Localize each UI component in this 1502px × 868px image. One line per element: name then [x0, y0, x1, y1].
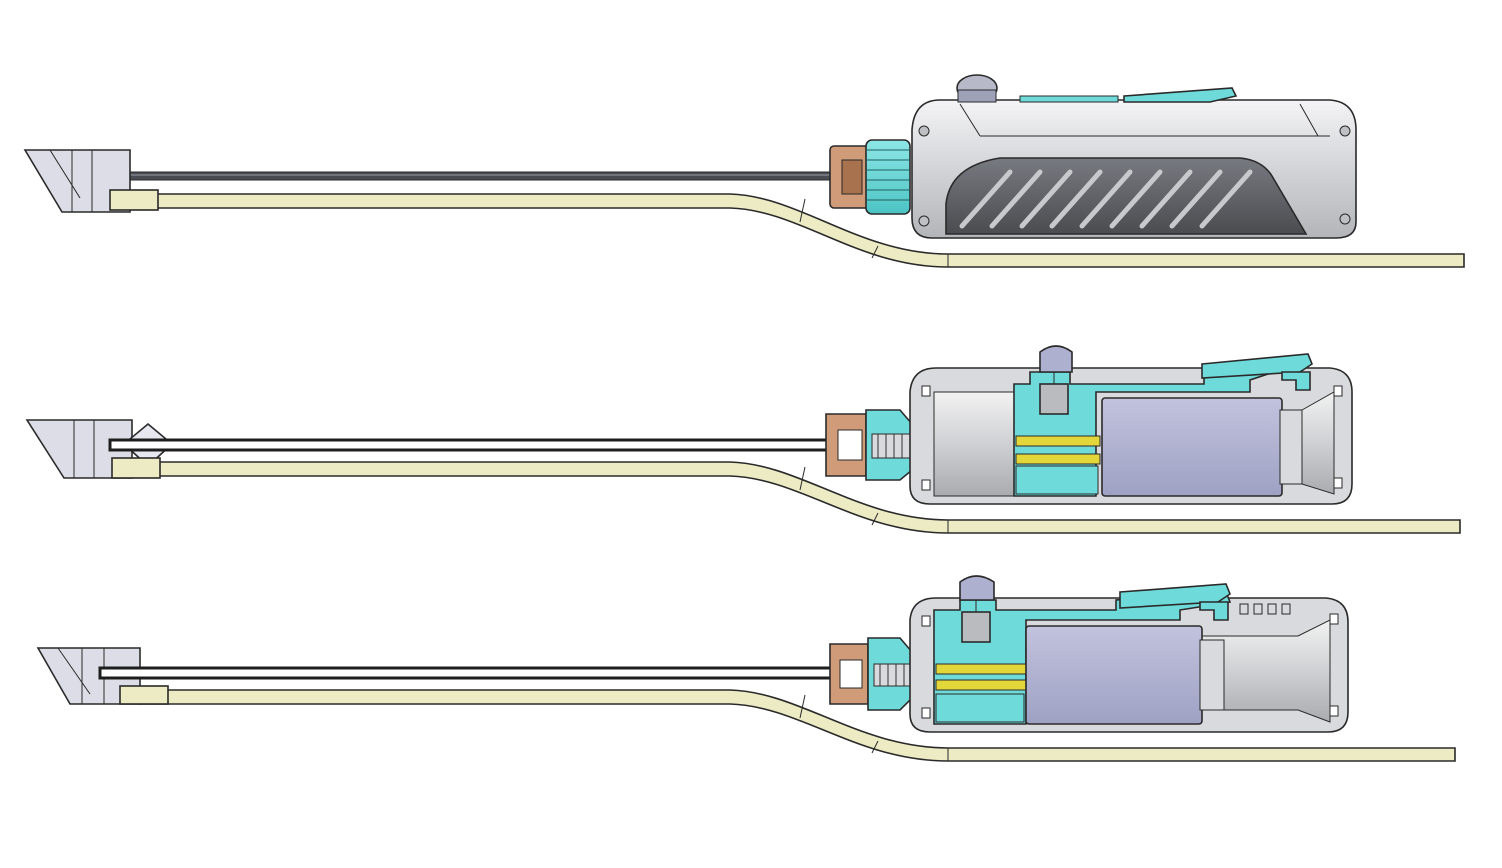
grip-panel-1 [945, 157, 1308, 235]
tip-3-collar [119, 685, 169, 705]
lever-3-hook [1199, 601, 1229, 621]
tube-2 [129, 461, 1461, 534]
housing-2-notches [921, 385, 1343, 491]
knurl-ridges-1 [866, 149, 910, 201]
tube-1 [129, 193, 1465, 268]
section-view-a [25, 345, 1461, 534]
housing-1-bevel [959, 103, 1319, 137]
switch-3 [961, 611, 991, 643]
motor-2 [1101, 397, 1283, 497]
connector-1-inner [841, 159, 863, 195]
motor-2-cap [1279, 409, 1303, 485]
motor-2-rear [1301, 391, 1335, 495]
brass-contact-3b [935, 679, 1027, 691]
switch-2 [1039, 383, 1069, 415]
rod-1 [109, 171, 841, 181]
connector-3-inner [839, 659, 863, 689]
brass-contact-2a [1015, 435, 1101, 447]
brass-contact-2b [1015, 453, 1101, 465]
tube-3-joint-b [871, 740, 879, 754]
trigger-1 [1019, 95, 1119, 103]
tube-1-joint-a [799, 198, 806, 223]
lever-2-hook [1281, 371, 1311, 391]
housing-3-notches [921, 613, 1339, 719]
exterior-view [23, 74, 1465, 268]
tip-1-collar [109, 189, 159, 211]
button-base-1 [957, 89, 997, 103]
inner-cylinder-2 [933, 391, 1019, 497]
grip-slots-1 [959, 169, 1253, 229]
rack-teeth-3 [1239, 603, 1291, 615]
lever-1 [1123, 87, 1238, 103]
knurled-nut-1 [865, 139, 911, 215]
teal-block-2 [1015, 465, 1099, 495]
connector-2-inner [837, 429, 863, 461]
tip-1-line-c [49, 149, 81, 199]
motor-3 [1025, 625, 1203, 725]
button-3 [959, 575, 995, 601]
tube-3-joint-a [799, 694, 806, 719]
tip-1 [23, 149, 131, 213]
brass-contact-3a [935, 663, 1027, 675]
tip-2-collar [111, 457, 161, 479]
section-view-b [36, 575, 1456, 762]
tube-2-joint-b [871, 512, 879, 526]
tip-3-line-c [57, 647, 91, 695]
tube-3 [139, 689, 1456, 762]
tube-1-joint-b [871, 245, 879, 259]
tube-2-joint-a [799, 466, 806, 491]
button-2 [1039, 345, 1073, 373]
motor-3-cap [1199, 639, 1225, 711]
screws-1 [918, 125, 1351, 227]
teal-block-3 [935, 693, 1025, 723]
